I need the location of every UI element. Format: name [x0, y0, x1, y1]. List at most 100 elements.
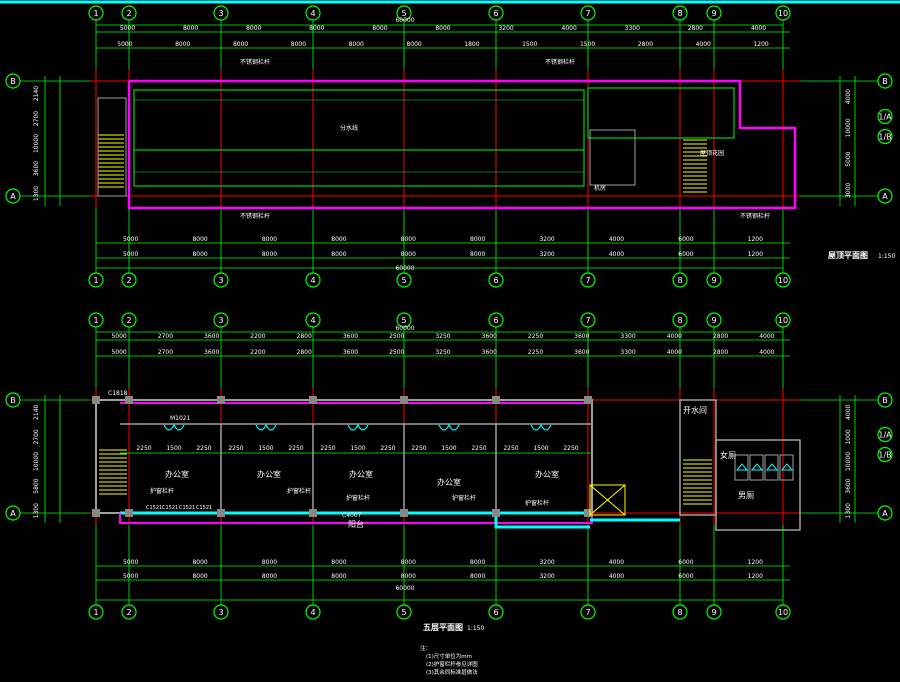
- dimension-text: 8000: [175, 41, 190, 48]
- room-dimension-text: 1500: [533, 445, 548, 452]
- dimension-text: 1800: [464, 41, 479, 48]
- room-dimension-text: 2250: [471, 445, 486, 452]
- door-swing-icon: [255, 423, 277, 431]
- dimension-text: 2700: [158, 349, 173, 356]
- dimension-text: 5000: [123, 573, 138, 580]
- grid-row-A-bubble: [5, 188, 21, 204]
- dimension-text: 8000: [349, 41, 364, 48]
- toilet-block-wall: [715, 439, 801, 531]
- grid-column-1-label: 1: [93, 276, 98, 285]
- side-dimension-text: 1000: [845, 429, 852, 444]
- annotation-window-railing: 护窗栏杆: [287, 487, 311, 495]
- grid-column-5-bubble: [396, 272, 412, 288]
- side-dimension-text: 10000: [845, 452, 852, 471]
- walls-layer: [92, 79, 801, 531]
- side-dimension-text: 10000: [33, 452, 40, 471]
- grid-column-7-bubble: [580, 5, 596, 21]
- grid-column-10-bubble: [775, 272, 791, 288]
- room-dimension-text: 2250: [136, 445, 151, 452]
- dimension-text: 4000: [696, 41, 711, 48]
- dimension-text: 2800: [638, 41, 653, 48]
- dimension-text: 2800: [297, 333, 312, 340]
- grid-column-6-label: 6: [493, 608, 498, 617]
- annotation-window-railing: 护窗栏杆: [525, 499, 549, 507]
- annotation-machine-room: 机房: [594, 184, 606, 192]
- dimension-text: 2250: [528, 349, 543, 356]
- room-label-balcony: 阳台: [348, 519, 364, 529]
- door-tag: M1021: [170, 415, 191, 422]
- grid-row-A-label: A: [10, 509, 16, 518]
- dimension-text: 8000: [262, 236, 277, 243]
- grid-column-4-label: 4: [310, 316, 315, 325]
- grid-column-3-bubble: [213, 604, 229, 620]
- upper-plan-scale: 1:150: [878, 253, 895, 260]
- grid-row-B-label: B: [882, 396, 888, 405]
- grid-column-5-label: 5: [401, 276, 406, 285]
- grid-row-extra-label: 1/A: [878, 431, 892, 440]
- dimension-text: 8000: [470, 573, 485, 580]
- door-swing-icon: [438, 423, 460, 431]
- column: [125, 396, 133, 404]
- side-dimension-text: 2700: [33, 111, 40, 126]
- annotation-railing: 不锈钢栏杆: [740, 212, 770, 220]
- dimension-text: 8000: [192, 251, 207, 258]
- roof-parapet-outline: [127, 79, 797, 210]
- dimension-text: 8000: [435, 25, 450, 32]
- toilet-stall: [734, 454, 749, 481]
- toilet-stall: [764, 454, 779, 481]
- annotation-window-railing: 护窗栏杆: [150, 487, 174, 495]
- grid-column-2-bubble: [121, 272, 137, 288]
- side-dimension-text: 2140: [33, 404, 40, 419]
- room-label-office: 办公室: [349, 469, 373, 479]
- grid-column-3-bubble: [213, 312, 229, 328]
- dimension-text: 3600: [574, 333, 589, 340]
- dimension-text: 2200: [250, 349, 265, 356]
- grid-column-6-label: 6: [493, 276, 498, 285]
- grid-column-7-bubble: [580, 604, 596, 620]
- dimension-text: 5000: [123, 236, 138, 243]
- dimension-text: 4000: [667, 349, 682, 356]
- room-dimension-text: 2250: [228, 445, 243, 452]
- dimension-text: 5000: [123, 251, 138, 258]
- grid-column-8-label: 8: [677, 316, 682, 325]
- grid-column-5-bubble: [396, 604, 412, 620]
- side-dimension-text: 2140: [33, 86, 40, 101]
- grid-column-10-label: 10: [778, 608, 788, 617]
- lower-plan-scale: 1:150: [467, 625, 484, 632]
- toilet-fixture-icon: [750, 463, 764, 471]
- column: [309, 509, 317, 517]
- dimension-text: 6000: [678, 251, 693, 258]
- grid-column-8-bubble: [672, 5, 688, 21]
- dimension-text: 2250: [528, 333, 543, 340]
- dimension-text: 2700: [158, 333, 173, 340]
- room-dimension-text: 2250: [320, 445, 335, 452]
- side-dimension-text: 3600: [33, 161, 40, 176]
- dimension-text: 3200: [539, 573, 554, 580]
- machine-room-wall: [589, 129, 636, 186]
- grid-column-10-label: 10: [778, 316, 788, 325]
- grid-column-6-bubble: [488, 5, 504, 21]
- dimension-text: 8000: [262, 559, 277, 566]
- grid-row-extra-bubble: [877, 128, 893, 145]
- annotation-railing: 不锈钢栏杆: [240, 212, 270, 220]
- side-dimension-text: 5000: [845, 151, 852, 166]
- dimension-text: 5000: [117, 41, 132, 48]
- elevator-cross: [589, 484, 626, 516]
- dimension-text: 3600: [482, 349, 497, 356]
- grid-column-6-bubble: [488, 604, 504, 620]
- dimension-text: 3600: [574, 349, 589, 356]
- dimension-text: 1200: [748, 573, 763, 580]
- roof-inner-gutter: [133, 89, 585, 187]
- elevator-shaft: [589, 484, 626, 516]
- balcony-glass: [494, 513, 590, 529]
- annotation-roof-garden: 屋顶花园: [700, 149, 724, 157]
- grid-column-8-bubble: [672, 604, 688, 620]
- grid-row-extra-label: 1/B: [878, 451, 891, 460]
- grid-column-9-label: 9: [711, 276, 716, 285]
- dimension-text: 8000: [183, 25, 198, 32]
- note-item: (2)护窗栏杆参见详图: [426, 660, 478, 668]
- room-dimension-text: 2250: [411, 445, 426, 452]
- room-dimension-text: 1500: [166, 445, 181, 452]
- grid-column-9-label: 9: [711, 316, 716, 325]
